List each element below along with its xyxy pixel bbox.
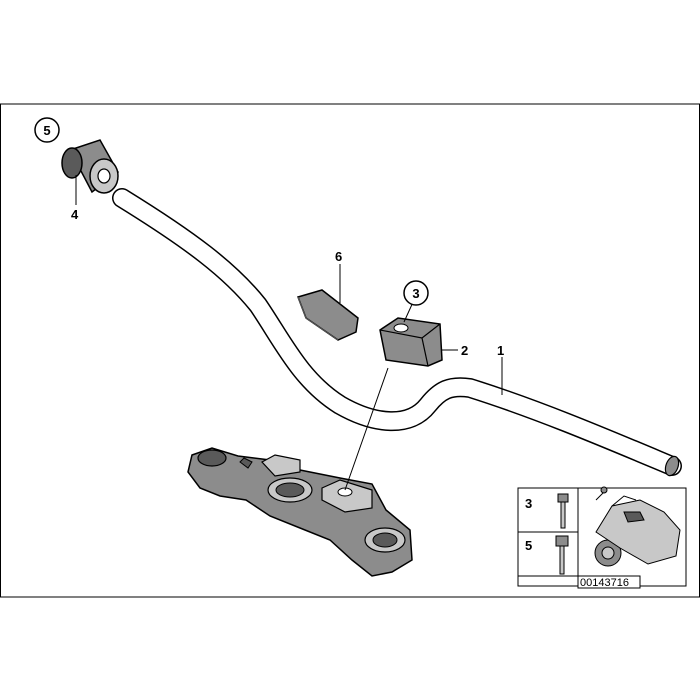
callout-circle-3 bbox=[403, 280, 429, 306]
bar-end-weight bbox=[61, 139, 119, 194]
callout-circle-5 bbox=[34, 117, 60, 143]
callout-6: 6 bbox=[335, 249, 342, 264]
legend-item-3: 3 bbox=[525, 496, 532, 511]
legend-item-5: 5 bbox=[525, 538, 532, 553]
callout-3: 3 bbox=[412, 286, 419, 301]
legend-box: 3 5 00143716 bbox=[517, 486, 687, 589]
bolt-icon bbox=[555, 535, 569, 575]
clamp-block bbox=[379, 317, 443, 367]
motorcycle-icon bbox=[594, 486, 681, 567]
figure-id: 00143716 bbox=[580, 577, 629, 589]
triple-clamp bbox=[187, 447, 413, 577]
callout-4: 4 bbox=[71, 207, 79, 222]
callout-5: 5 bbox=[43, 123, 50, 138]
handlebar bbox=[112, 188, 682, 477]
callout-1: 1 bbox=[497, 343, 504, 358]
handlebar-pad bbox=[297, 289, 359, 341]
callout-2: 2 bbox=[461, 343, 468, 358]
leader-lines bbox=[75, 175, 503, 491]
bolt-icon bbox=[557, 493, 569, 529]
